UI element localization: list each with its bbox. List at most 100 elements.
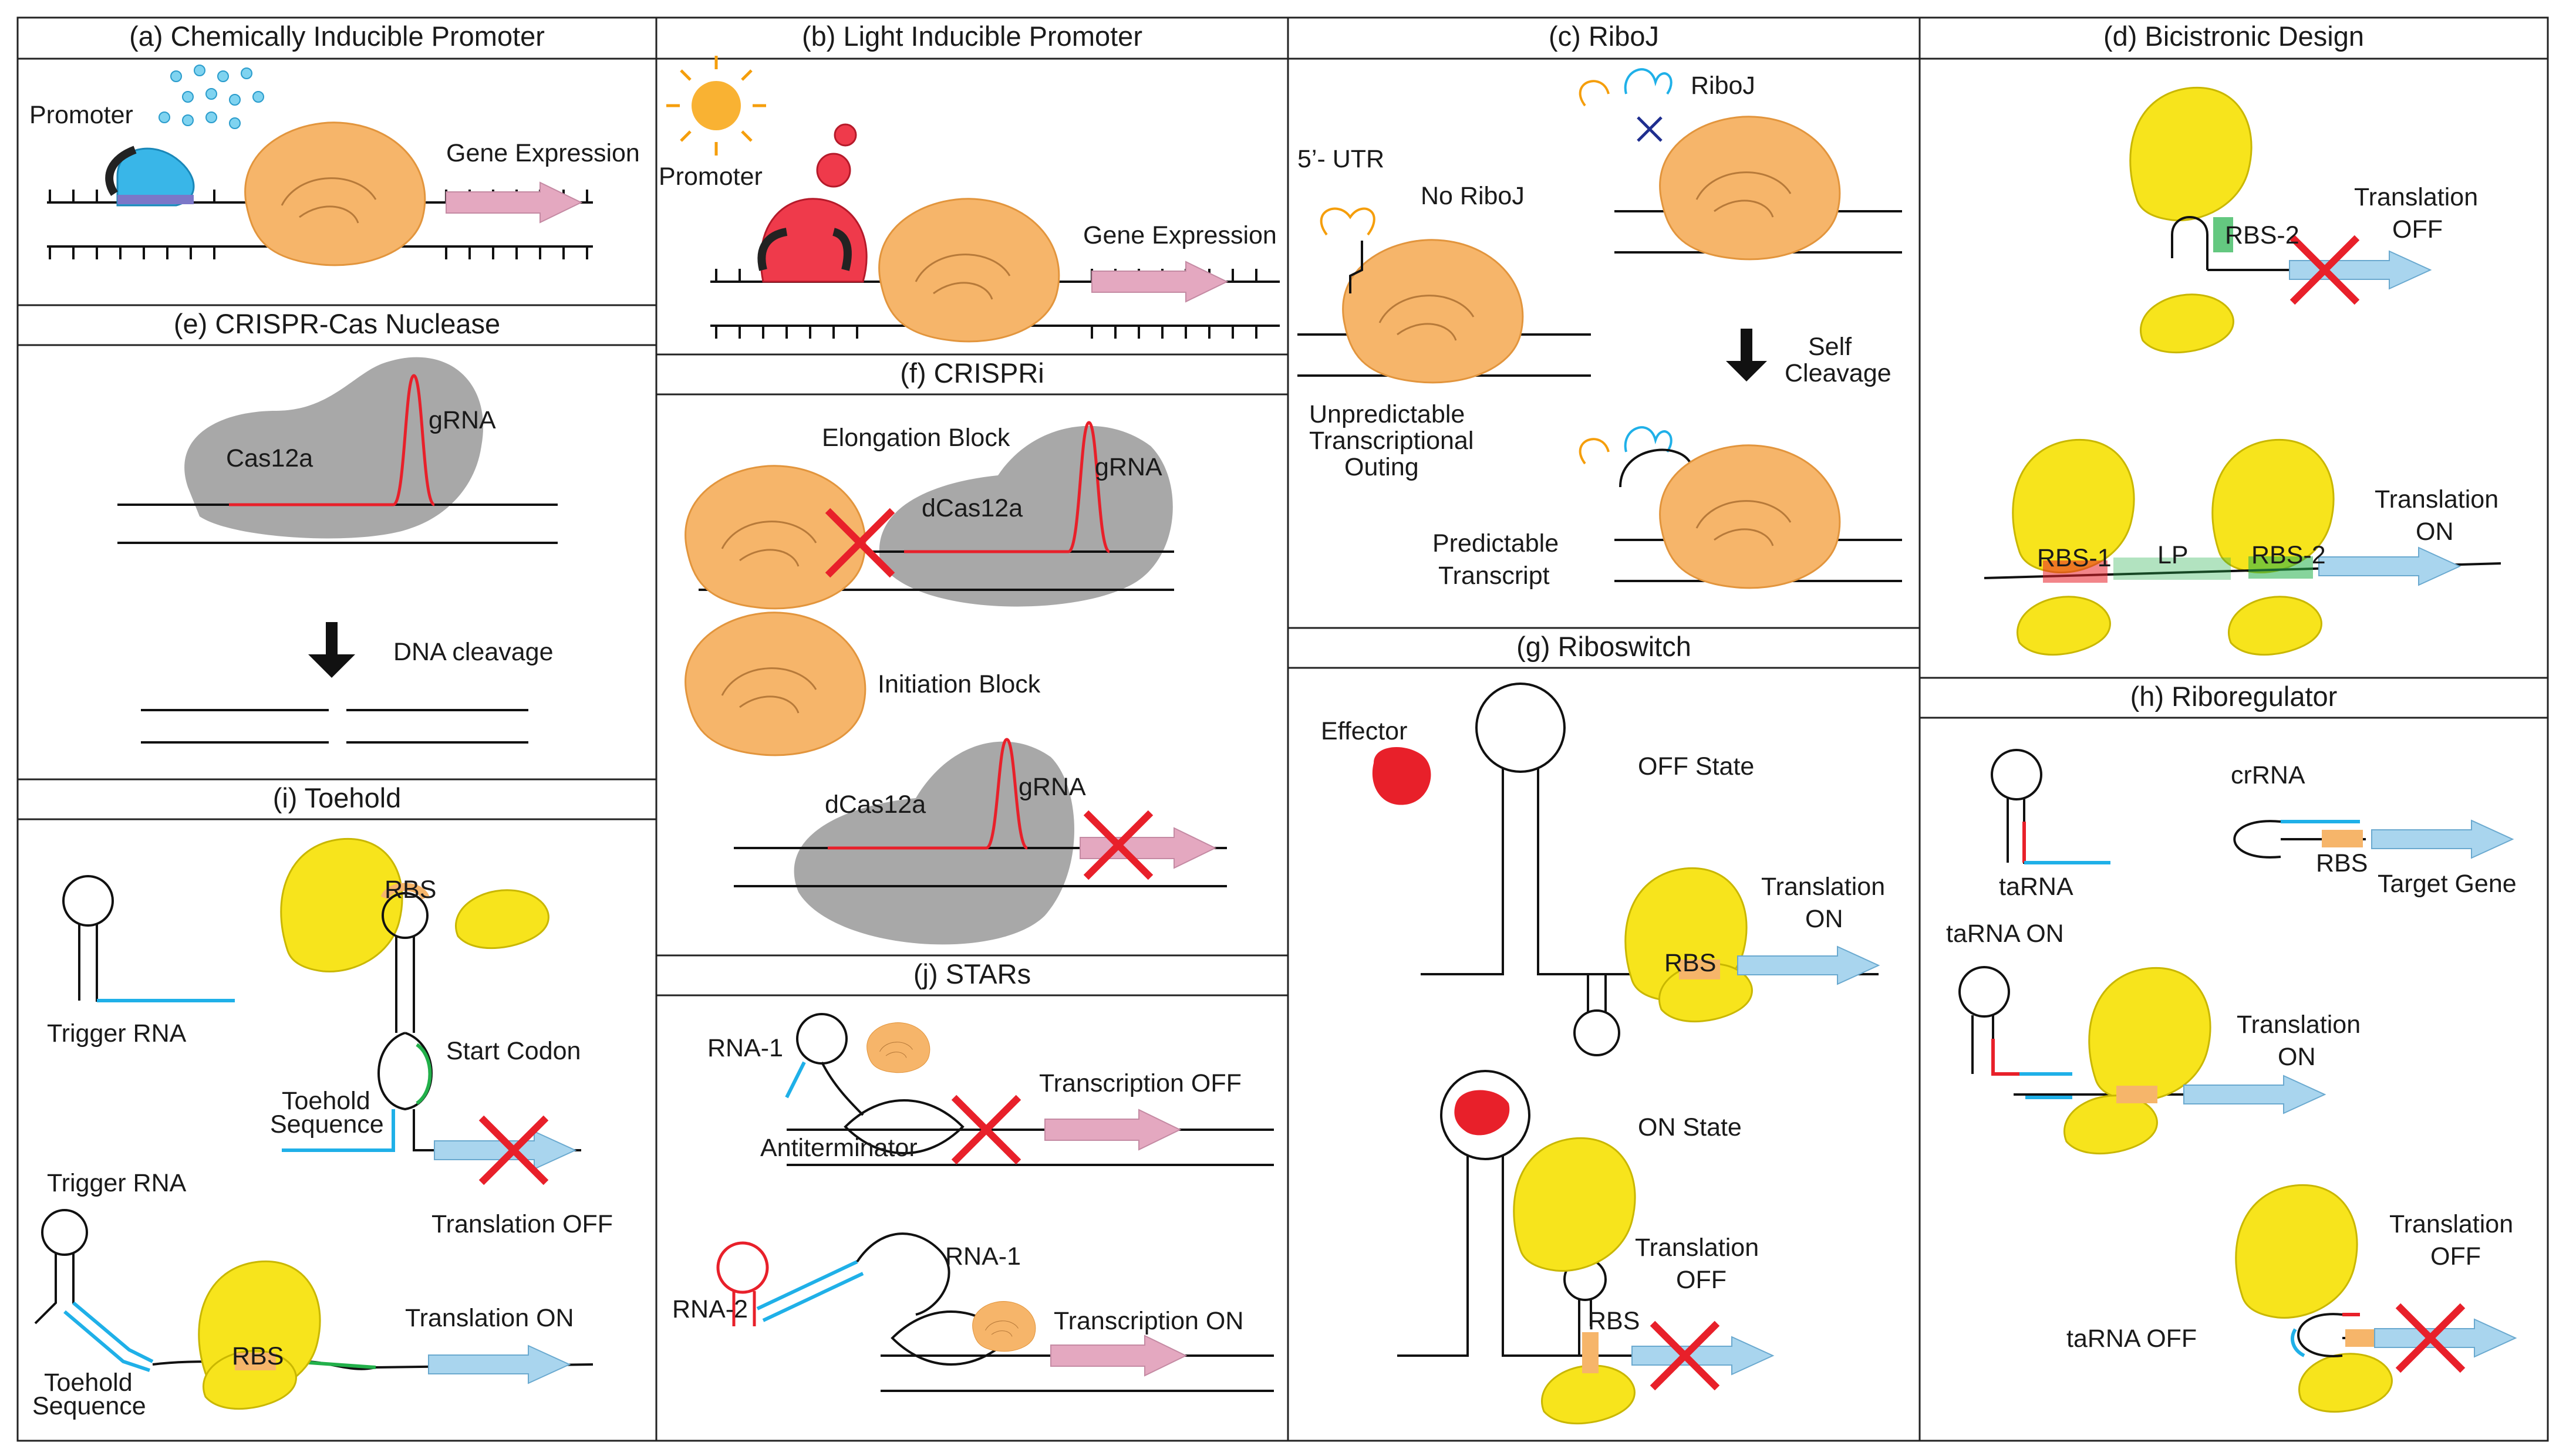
no-riboj-label: No RiboJ	[1421, 182, 1525, 210]
toehold-label-1a: Toehold	[282, 1087, 370, 1115]
rna-polymerase	[866, 1022, 930, 1073]
tarna-off-label: taRNA OFF	[2066, 1325, 2197, 1353]
translation-on-label-1: Translation	[1761, 873, 1885, 901]
rbs2-label: RBS-2	[2225, 221, 2299, 249]
cas12a-label: Cas12a	[226, 444, 313, 472]
panel-i-title: (i) Toehold	[273, 782, 402, 813]
trigger-rna-label-2: Trigger RNA	[47, 1169, 187, 1197]
ribosome-small-subunit	[2063, 1094, 2158, 1155]
gene-arrow	[446, 182, 582, 223]
ribosome-small-subunit	[2017, 596, 2111, 656]
gene-arrow	[1050, 1335, 1186, 1376]
panel-b-diagram: Promoter Gene Expression	[659, 56, 1280, 343]
translation-off-label: Translation OFF	[431, 1210, 613, 1238]
translation-on-label: Translation ON	[405, 1304, 574, 1332]
utr-label: 5’- UTR	[1297, 145, 1384, 173]
self-cleavage-label-2: Cleavage	[1785, 359, 1891, 387]
panel-g-diagram: Effector OFF State Translation ON RBS ON…	[1321, 683, 1885, 1425]
panel-c-diagram: RiboJ 5’- UTR No RiboJ Self Cleavage Unp…	[1297, 68, 1902, 590]
panel-a-diagram: Promoter Gene Expression	[29, 65, 640, 266]
toehold-label-2a: Toehold	[44, 1369, 133, 1397]
translation-on-label-1: Translation	[2237, 1011, 2361, 1039]
ribosome-small-subunit	[2228, 596, 2322, 656]
panel-j-diagram: RNA-1 Transcription OFF Antiterminator R…	[672, 1013, 1274, 1392]
light-activated-promoter	[760, 198, 868, 283]
rna-polymerase	[244, 121, 426, 266]
inducer-molecules	[159, 65, 264, 129]
translation-on-label-2: ON	[1805, 905, 1843, 933]
rna2-label: RNA-2	[672, 1295, 748, 1323]
toehold-label-1b: Sequence	[270, 1110, 384, 1139]
gene-arrow	[2371, 820, 2513, 859]
tarna-on-label: taRNA ON	[1946, 920, 2064, 948]
dcas12a-label-2: dCas12a	[825, 791, 926, 819]
start-codon-label: Start Codon	[446, 1037, 581, 1065]
rbs-label: RBS	[2316, 849, 2368, 877]
ribosome-small-subunit	[1541, 1364, 1636, 1425]
off-state-label: OFF State	[1638, 752, 1754, 781]
target-gene-label: Target Gene	[2378, 870, 2517, 898]
gene-arrow	[1737, 946, 1879, 985]
promoter-label: Promoter	[659, 163, 763, 191]
panel-d-title: (d) Bicistronic Design	[2103, 21, 2364, 52]
cleaved-dna	[141, 709, 528, 744]
ribosome-small-subunit	[2140, 293, 2234, 354]
rbs-label-1: RBS	[385, 876, 436, 904]
panel-h-diagram: crRNA taRNA RBS Target Gene taRNA ON Tra…	[1946, 749, 2517, 1413]
dcas12a-label-1: dCas12a	[922, 494, 1023, 522]
rna-polymerase	[972, 1301, 1036, 1352]
effector-molecule	[1372, 747, 1431, 805]
panel-e-diagram: Cas12a gRNA DNA cleavage	[117, 357, 558, 744]
unpredictable-label-3: Outing	[1344, 453, 1419, 481]
dna-cleavage-label: DNA cleavage	[393, 638, 554, 666]
ribosome-large-subunit	[2129, 86, 2253, 222]
gene-arrow	[2318, 547, 2460, 586]
initiation-block-label: Initiation Block	[878, 670, 1041, 698]
on-state-label: ON State	[1638, 1113, 1742, 1141]
rna-polymerase	[1659, 444, 1841, 589]
gene-arrow	[428, 1345, 570, 1384]
gene-expression-label: Gene Expression	[1083, 221, 1277, 249]
translation-on-label-2: ON	[2416, 518, 2454, 546]
rna1-label: RNA-1	[707, 1034, 783, 1062]
dna-duplex	[787, 1129, 1274, 1166]
rbs2b-label: RBS-2	[2251, 541, 2326, 569]
panel-f-title: (f) CRISPRi	[900, 357, 1044, 389]
dcas12a-protein	[879, 425, 1173, 607]
panel-grid	[16, 16, 2549, 1442]
trigger-rna-label-1: Trigger RNA	[47, 1019, 187, 1048]
panel-b-title: (b) Light Inducible Promoter	[802, 21, 1142, 52]
riboj-label: RiboJ	[1691, 72, 1755, 100]
panel-f-diagram: Elongation Block dCas12a gRNA Initiation…	[685, 421, 1227, 945]
effector-label: Effector	[1321, 717, 1407, 745]
ribosome-large-subunit	[1513, 1137, 1636, 1272]
ribosome-large-subunit	[2088, 967, 2211, 1102]
translation-off-label-2: OFF	[2392, 215, 2443, 244]
gene-arrow	[1091, 261, 1228, 302]
grna-strand	[904, 421, 1111, 553]
unpredictable-label-1: Unpredictable	[1309, 400, 1465, 428]
antiterminator-label: Antiterminator	[760, 1134, 918, 1162]
lp-label: LP	[2157, 541, 2189, 569]
grna-label: gRNA	[429, 406, 496, 434]
grna-strand	[828, 738, 1029, 850]
panel-i-diagram: Trigger RNA RBS Start Codon Toehold Sequ…	[32, 837, 613, 1420]
translation-off-label-1: Translation	[1635, 1234, 1759, 1262]
ribosome-small-subunit	[2298, 1353, 2393, 1413]
translation-off-label-2: OFF	[1676, 1266, 1727, 1294]
ribosome-large-subunit	[2235, 1184, 2358, 1319]
sun-icon	[666, 56, 766, 156]
rbs-label-2: RBS	[232, 1342, 284, 1370]
ribosome-small-subunit	[455, 889, 549, 950]
elongation-block-label: Elongation Block	[822, 424, 1010, 452]
grna-label-2: gRNA	[1019, 773, 1086, 801]
grna-strand	[229, 374, 436, 506]
self-cleavage-label-1: Self	[1808, 333, 1852, 361]
panel-j-title: (j) STARs	[913, 958, 1031, 989]
crrna-label: crRNA	[2231, 761, 2305, 789]
rna-polymerase	[878, 198, 1060, 343]
grna-label-1: gRNA	[1095, 453, 1162, 481]
unpredictable-label-2: Transcriptional	[1309, 427, 1473, 455]
down-arrow-icon	[308, 622, 355, 678]
